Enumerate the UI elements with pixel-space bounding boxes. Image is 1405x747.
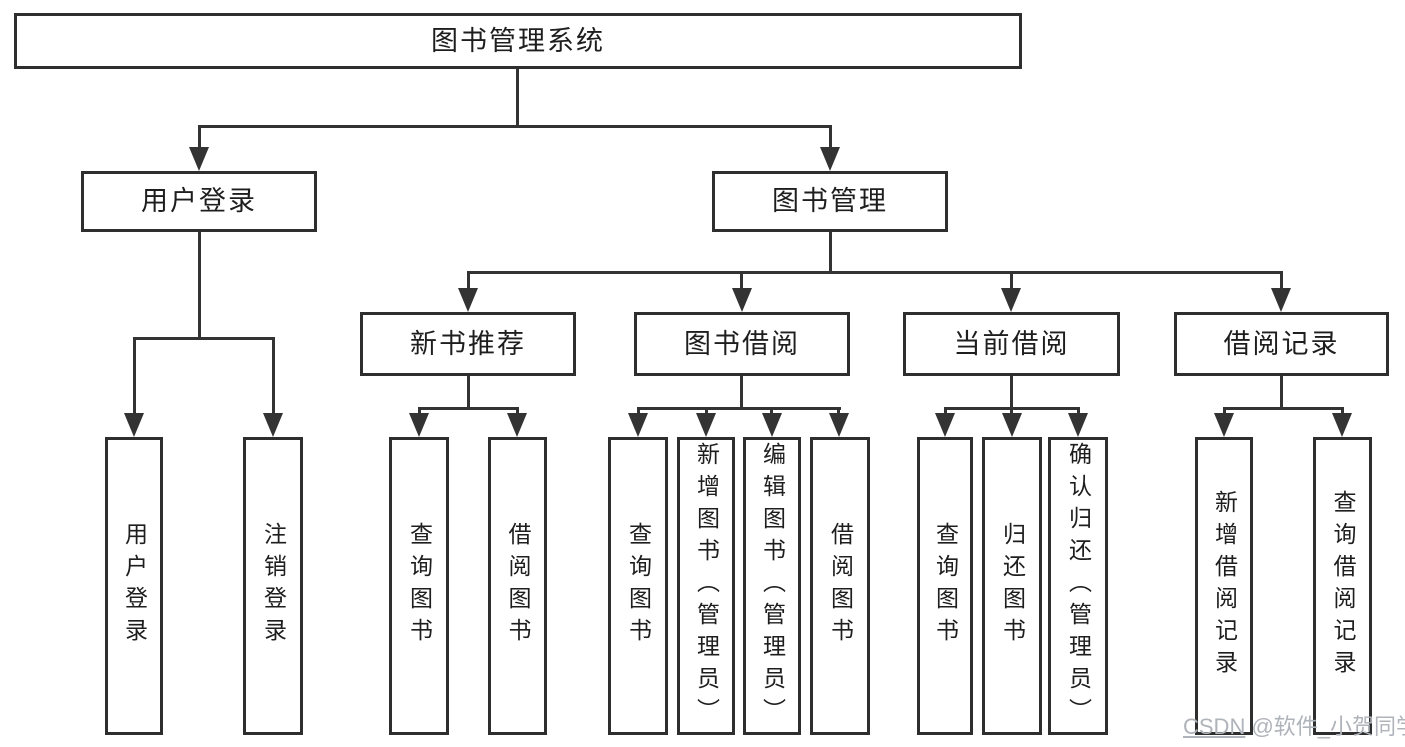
node-library-system-label: 图书管理系统 [431, 25, 605, 56]
leaf-borrow-books: 借阅图书 [488, 437, 547, 735]
connector-level3-drop [740, 271, 743, 288]
leaf-user-login-label: 用户登录 [121, 522, 148, 650]
leaf-query-borrow-record-label: 查询借阅记录 [1330, 490, 1356, 682]
connector-user-login-drop [198, 125, 201, 149]
connector-leaf-drop [1223, 407, 1226, 415]
watermark-brand: CSDN [1183, 714, 1246, 739]
node-borrowing-records-label: 借阅记录 [1223, 328, 1340, 359]
connector-book-mgmt-drop [829, 125, 832, 149]
connector-leaf-drop [418, 407, 421, 415]
leaf-add-borrow-record-label: 新增借阅记录 [1211, 490, 1238, 682]
leaf-borrow-books-label: 借阅图书 [827, 522, 854, 650]
connector-subtree-hbar [637, 407, 841, 410]
leaf-query-books-label: 查询图书 [932, 522, 959, 650]
node-current-borrowing: 当前借阅 [903, 312, 1120, 376]
node-library-system: 图书管理系统 [14, 13, 1022, 69]
leaf-query-books-label: 查询图书 [406, 522, 433, 650]
connector-level3-drop [1010, 271, 1013, 288]
leaf-query-books: 查询图书 [917, 437, 973, 735]
connector-leaf-drop [637, 407, 640, 415]
leaf-edit-books-admin: 编辑图书（管理员） [743, 437, 801, 735]
arrow-down-icon [1214, 413, 1234, 437]
connector-subtree-hbar [1223, 407, 1344, 410]
node-user-login: 用户登录 [81, 171, 317, 232]
arrow-down-icon [762, 413, 782, 437]
leaf-borrow-books-label: 借阅图书 [505, 522, 531, 650]
node-current-borrowing-label: 当前借阅 [953, 328, 1070, 359]
arrow-down-icon [820, 147, 840, 171]
leaf-query-books-label: 查询图书 [625, 522, 652, 650]
arrow-down-icon [829, 413, 849, 437]
leaf-borrow-books: 借阅图书 [810, 437, 870, 735]
connector-subtree-drop [1280, 376, 1283, 410]
arrow-down-icon [1332, 413, 1352, 437]
connector-leaf-drop [1341, 407, 1344, 415]
connector-user-subtree-drop [198, 232, 201, 340]
arrow-down-icon [507, 413, 527, 437]
node-new-book-recommend: 新书推荐 [360, 312, 576, 376]
arrow-down-icon [628, 413, 648, 437]
connector-leaf-drop [1077, 407, 1080, 415]
connector-leaf-drop [705, 407, 708, 415]
leaf-add-books-admin: 新增图书（管理员） [677, 437, 735, 735]
arrow-down-icon [1068, 413, 1088, 437]
watermark: CSDN @软件_小贺同学 [1183, 716, 1405, 738]
connector-mgmt-subtree-drop [829, 232, 832, 274]
connector-leaf-drop [133, 337, 136, 414]
connector-subtree-hbar [418, 407, 519, 410]
leaf-add-borrow-record: 新增借阅记录 [1195, 437, 1253, 735]
connector-leaf-drop [1010, 407, 1013, 415]
connector-user-subtree-hbar [133, 337, 275, 340]
arrow-down-icon [1271, 288, 1291, 312]
connector-subtree-drop [740, 376, 743, 410]
leaf-confirm-return-admin: 确认归还（管理员） [1048, 437, 1108, 735]
connector-level2-hbar [198, 125, 832, 128]
leaf-add-books-admin-label: 新增图书（管理员） [693, 442, 720, 730]
connector-subtree-drop [467, 376, 470, 410]
leaf-logout-label: 注销登录 [260, 522, 287, 650]
connector-root-drop [516, 69, 519, 128]
node-borrowing-records: 借阅记录 [1174, 312, 1389, 376]
arrow-down-icon [732, 288, 752, 312]
node-book-management-label: 图书管理 [772, 186, 888, 216]
leaf-query-books: 查询图书 [389, 437, 449, 735]
connector-leaf-drop [272, 337, 275, 414]
leaf-user-login: 用户登录 [105, 437, 163, 735]
node-new-book-recommend-label: 新书推荐 [410, 328, 526, 359]
leaf-return-books: 归还图书 [982, 437, 1042, 735]
arrow-down-icon [409, 413, 429, 437]
watermark-user: @软件_小贺同学 [1245, 714, 1405, 739]
arrow-down-icon [1001, 288, 1021, 312]
connector-level3-hbar [467, 271, 1283, 274]
leaf-query-books: 查询图书 [608, 437, 668, 735]
arrow-down-icon [696, 413, 716, 437]
arrow-down-icon [124, 413, 144, 437]
arrow-down-icon [189, 147, 209, 171]
arrow-down-icon [935, 413, 955, 437]
leaf-return-books-label: 归还图书 [999, 522, 1026, 650]
connector-level3-drop [1280, 271, 1283, 288]
arrow-down-icon [1002, 413, 1022, 437]
connector-leaf-drop [837, 407, 840, 415]
connector-leaf-drop [770, 407, 773, 415]
node-book-borrowing-label: 图书借阅 [684, 328, 800, 359]
node-book-borrowing: 图书借阅 [634, 312, 850, 376]
node-book-management: 图书管理 [712, 171, 948, 232]
arrow-down-icon [263, 413, 283, 437]
leaf-logout: 注销登录 [243, 437, 303, 735]
leaf-confirm-return-admin-label: 确认归还（管理员） [1065, 442, 1092, 730]
connector-level3-drop [467, 271, 470, 288]
leaf-edit-books-admin-label: 编辑图书（管理员） [759, 442, 786, 730]
node-user-login-label: 用户登录 [141, 186, 257, 216]
leaf-query-borrow-record: 查询借阅记录 [1313, 437, 1372, 735]
connector-leaf-drop [944, 407, 947, 415]
connector-leaf-drop [516, 407, 519, 415]
arrow-down-icon [458, 288, 478, 312]
connector-subtree-drop [1010, 376, 1013, 410]
